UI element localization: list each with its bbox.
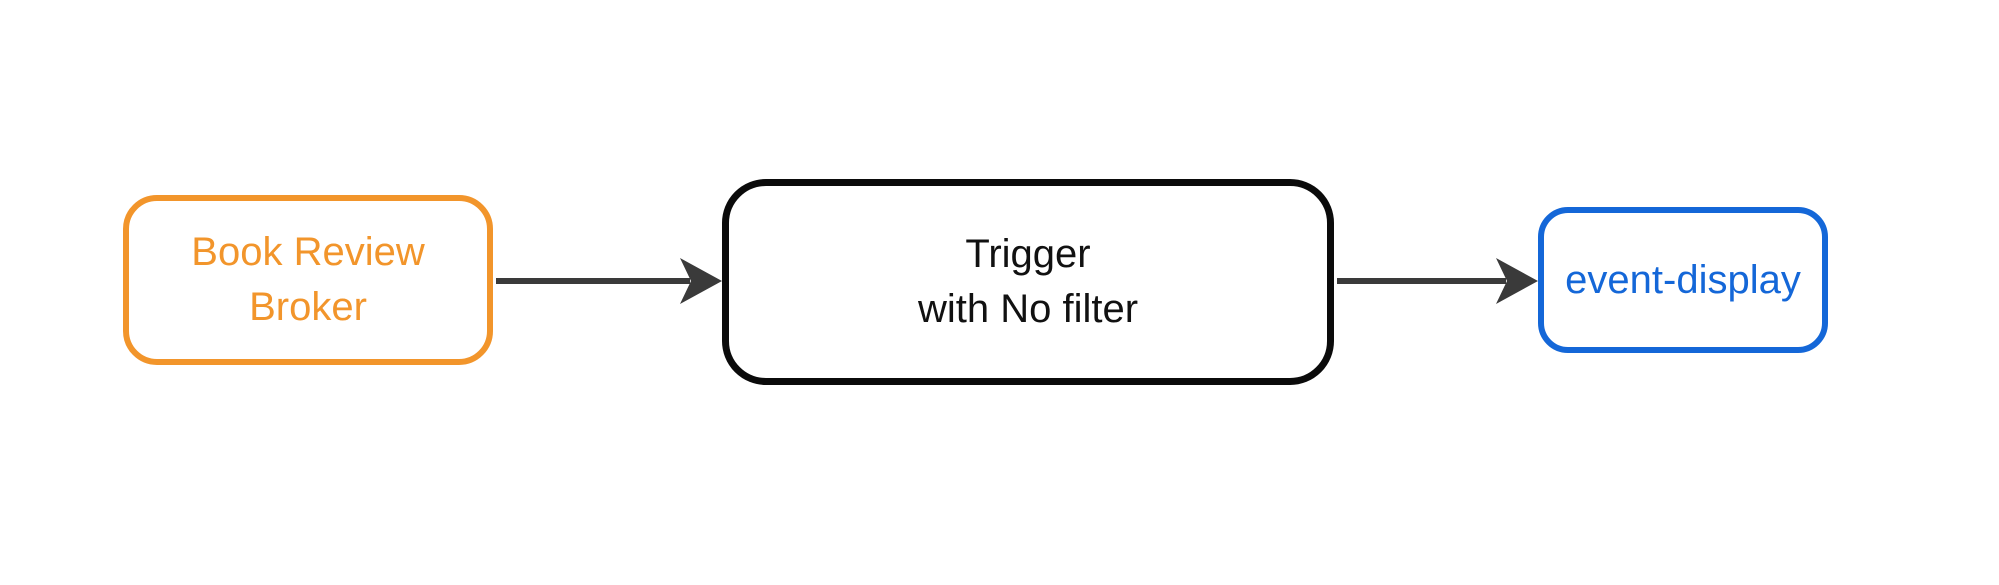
arrowhead-right-icon <box>680 258 722 304</box>
arrowhead-right-icon <box>1496 258 1538 304</box>
edge-trigger-to-event-display <box>1337 258 1538 304</box>
node-event-display: event-display <box>1538 207 1828 353</box>
node-label-line: event-display <box>1565 258 1801 302</box>
node-label-line: with No filter <box>917 287 1139 331</box>
node-label: event-display <box>1565 256 1801 304</box>
node-label: Book Review Broker <box>191 225 424 335</box>
edge-broker-to-trigger <box>496 258 722 304</box>
node-book-review-broker: Book Review Broker <box>123 195 493 365</box>
node-label: Trigger with No filter <box>918 227 1138 337</box>
node-label-line: Book Review <box>191 230 425 274</box>
node-label-line: Broker <box>249 285 367 329</box>
node-trigger-with-no-filter: Trigger with No filter <box>722 179 1334 385</box>
node-label-line: Trigger <box>965 232 1091 276</box>
